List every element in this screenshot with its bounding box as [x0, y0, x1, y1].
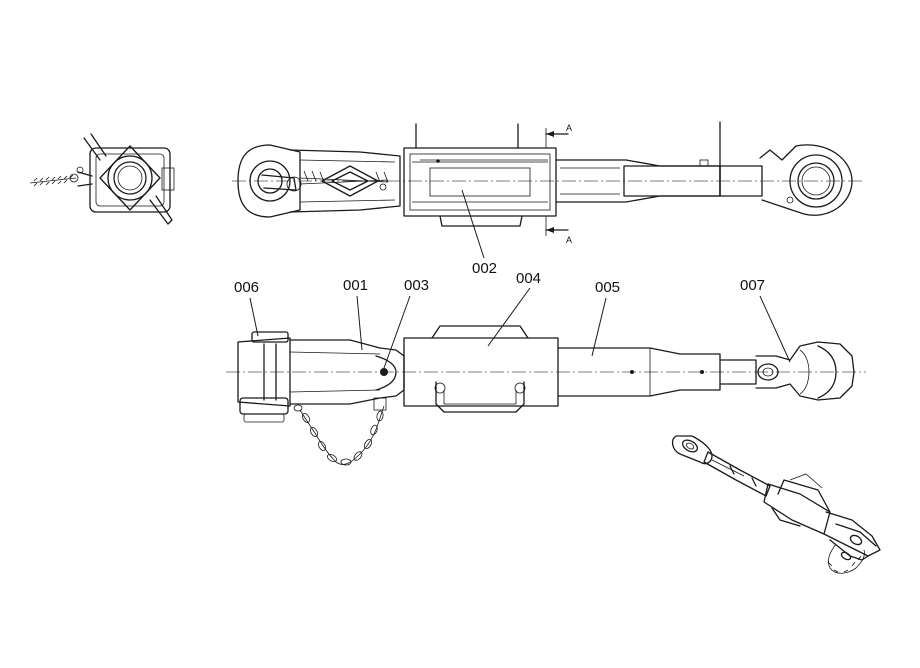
section-marker-top: A — [545, 123, 572, 148]
label-007: 007 — [740, 277, 765, 294]
label-005: 005 — [595, 279, 620, 296]
label-006: 006 — [234, 279, 259, 296]
leader-005 — [591, 297, 607, 357]
top-body-001 — [289, 149, 401, 213]
section-label-bottom: A — [566, 235, 572, 245]
side-body-001 — [289, 339, 405, 411]
leader-003 — [383, 295, 411, 369]
leader-004 — [487, 287, 531, 347]
side-spindle-005 — [557, 347, 757, 397]
side-tube-004 — [403, 325, 559, 413]
isometric-view — [671, 435, 881, 574]
section-view: A A — [232, 121, 862, 259]
side-ball-end-007 — [755, 341, 855, 401]
top-ball-end-007 — [719, 121, 853, 216]
side-chain — [293, 404, 385, 466]
end-view-chain — [29, 166, 84, 187]
top-tube-004 — [403, 123, 557, 227]
callout-labels: 002 006 001 003 004 005 007 — [234, 260, 765, 296]
label-001: 001 — [343, 277, 368, 294]
leader-006 — [249, 297, 259, 337]
section-marker-bottom: A — [545, 216, 572, 245]
top-clevis-end — [237, 144, 302, 218]
side-clevis-006 — [237, 331, 291, 423]
end-view — [29, 133, 175, 225]
leader-001 — [356, 295, 363, 351]
label-002: 002 — [472, 260, 497, 277]
leader-002 — [461, 189, 485, 259]
leader-007 — [759, 295, 791, 363]
side-view — [226, 287, 866, 466]
label-003: 003 — [404, 277, 429, 294]
label-004: 004 — [516, 270, 541, 287]
section-label-top: A — [566, 123, 572, 133]
